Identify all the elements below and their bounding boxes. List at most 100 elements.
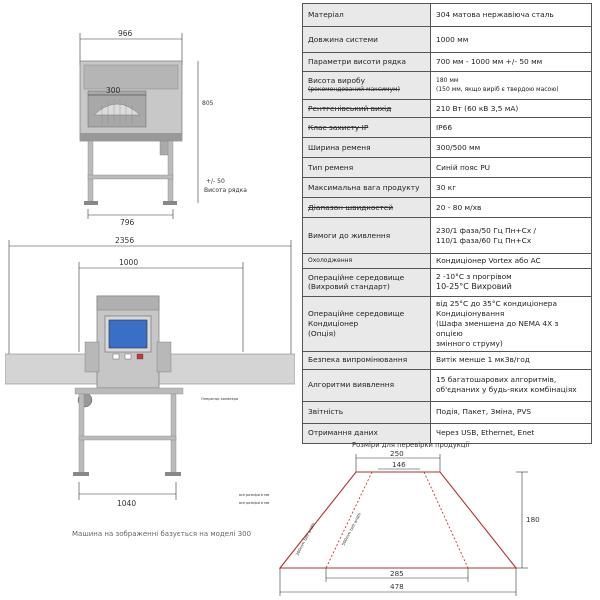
spec-value-cell: 230/1 фаза/50 Гц Пн+Сх / 110/1 фаза/60 Г… — [430, 217, 592, 254]
spec-label: Алгоритми виявлення — [302, 368, 431, 402]
belt-outline-300-left — [325, 471, 373, 569]
foot — [163, 201, 177, 205]
spec-value: 304 матова нержавіюча сталь — [430, 3, 592, 27]
spec-value: Синій пояс PU — [430, 157, 592, 178]
spec-value: Витік менше 1 мкЗв/год — [430, 350, 592, 370]
spec-label: Операційне середовище — [308, 272, 405, 282]
diag-label-300: 300mm belt width — [294, 521, 316, 556]
height-caption: Висота рядка — [204, 187, 247, 194]
spec-row: Довжина системи 1000 мм — [302, 26, 592, 53]
spec-label: Висота виробу — [308, 76, 365, 86]
dim-tolerance-label: +/- 50 — [206, 178, 225, 185]
spec-label: Матеріал — [302, 3, 431, 27]
spec-label: Звітність — [302, 400, 431, 424]
spec-row: Операційне середовище Кондиціонер (Опція… — [302, 295, 592, 352]
spec-label: Безпека випромінювання — [302, 350, 431, 370]
curtain-strips — [101, 99, 133, 125]
spec-row: Тип ременя Синій пояс PU — [302, 157, 592, 178]
control-button — [112, 353, 120, 360]
spec-value: 20 - 80 м/хв — [430, 197, 592, 218]
spec-row: Вимоги до живлення 230/1 фаза/50 Гц Пн+С… — [302, 217, 592, 254]
cross-bar — [87, 174, 174, 180]
spec-label-cell: Операційне середовище Кондиціонер (Опція… — [302, 295, 431, 352]
dim-tunnel-label: 1000 — [119, 258, 138, 267]
product-dimensions-drawing: Розміри для перевірки продукції 250 146 … — [278, 441, 540, 596]
machine-caption: Машина на зображенні базується на моделі… — [72, 530, 252, 538]
dim-width-label: 966 — [118, 29, 133, 38]
spec-value-cell: від 25°C до 35°C кондиціонера Кондиціону… — [430, 295, 592, 352]
dim-opening-label: 300 — [106, 86, 121, 95]
dim-base-label: 1040 — [117, 499, 136, 508]
leg — [87, 140, 94, 204]
spec-row: Алгоритми виявлення 15 багатошарових алг… — [302, 368, 592, 402]
spec-value: 2 -10°C з прогрівом — [436, 272, 512, 282]
spec-value-sub: об'єднаних у будь-яких комбінаціях — [436, 385, 577, 395]
spec-row: Максимальна вага продукту 30 кг — [302, 177, 592, 198]
spec-value-sub: змінного струму) — [436, 338, 503, 348]
spec-row: Висота виробу (рекомендований максимум) … — [302, 71, 592, 100]
conveyor-note: Оператор конвеєра — [201, 397, 238, 401]
touch-screen — [108, 319, 148, 349]
spec-row: Параметри висоти рядка 700 мм - 1000 мм … — [302, 52, 592, 72]
belt-frame — [80, 133, 182, 141]
spec-label-sub: (рекомендований максимум) — [308, 86, 400, 94]
spec-value-sub: (150 мм, якщо виріб є твердою масою) — [436, 85, 559, 93]
dim-top-outer: 250 — [390, 449, 404, 458]
spec-value-sub: (Шафа зменшена до NEMA 4X з опцією — [436, 318, 559, 338]
spec-label: Діапазон швидкостей — [302, 197, 431, 218]
units-note: все розміри в мм — [239, 501, 270, 505]
spec-value: 210 Вт (60 кВ 3,5 мА) — [430, 99, 592, 118]
stop-button — [136, 353, 144, 360]
spec-table: Матеріал 304 матова нержавіюча сталь Дов… — [302, 3, 592, 444]
control-button — [124, 353, 132, 360]
front-view-drawing: 966 300 805 +/- 50 Висота рядка 796 — [79, 29, 247, 225]
spec-value: 230/1 фаза/50 Гц Пн+Сх / — [436, 225, 537, 235]
spec-label: Отримання даних — [302, 422, 431, 444]
spec-value-sub: 10-25°C Вихровий — [436, 282, 512, 292]
spec-value: Через USB, Ethernet, Enet — [430, 422, 592, 444]
spec-label-sub: (Опція) — [308, 328, 336, 338]
spec-value-sub: Кондиціонування — [436, 308, 505, 318]
spec-label: Максимальна вага продукту — [302, 177, 431, 198]
spec-label-sub: (Вихровий стандарт) — [308, 282, 390, 292]
spec-label-cell: Операційне середовище (Вихровий стандарт… — [302, 267, 431, 297]
spec-label-sub: Кондиціонер — [308, 318, 359, 328]
cabinet-top-panel — [83, 64, 179, 90]
spec-row: Рентгенівський вихід 210 Вт (60 кВ 3,5 м… — [302, 99, 592, 118]
spec-value: 300/500 мм — [430, 137, 592, 158]
diag-label-500: 500mm belt width — [340, 511, 362, 546]
spec-label: Клас захисту IP — [302, 117, 431, 138]
dim-height-label: 805 — [202, 100, 214, 107]
foot — [84, 201, 98, 205]
dim-bottom-outer: 478 — [390, 582, 404, 591]
spec-value: 1000 мм — [430, 26, 592, 53]
outfeed-guard — [156, 341, 172, 373]
spec-row: Матеріал 304 матова нержавіюча сталь — [302, 3, 592, 27]
foot — [73, 472, 89, 476]
spec-row: Отримання даних Через USB, Ethernet, Ene… — [302, 422, 592, 444]
spec-label-cell: Висота виробу (рекомендований максимум) — [302, 71, 431, 100]
spec-value-cell: 180 мм (150 мм, якщо виріб є твердою мас… — [430, 71, 592, 100]
spec-row: Ширина ременя 300/500 мм — [302, 137, 592, 158]
spec-value-cell: 15 багатошарових алгоритмів, об'єднаних … — [430, 368, 592, 402]
leg — [167, 140, 174, 204]
spec-row: Діапазон швидкостей 20 - 80 м/хв — [302, 197, 592, 218]
spec-value: 30 кг — [430, 177, 592, 198]
dim-total-label: 2356 — [115, 236, 134, 245]
spec-value: 15 багатошарових алгоритмів, — [436, 375, 557, 385]
spec-label: Ширина ременя — [302, 137, 431, 158]
frame-rail — [74, 387, 184, 395]
spec-row: Звітність Подія, Пакет, Зміна, PVS — [302, 400, 592, 424]
spec-value-sub: 110/1 фаза/60 Гц Пн+Сх — [436, 235, 532, 245]
spec-value: 180 мм — [436, 77, 459, 85]
spec-value: Подія, Пакет, Зміна, PVS — [430, 400, 592, 424]
spec-value-cell: 2 -10°C з прогрівом 10-25°C Вихровий — [430, 267, 592, 297]
spec-label: Довжина системи — [302, 26, 431, 53]
leg — [170, 393, 177, 475]
spec-label: Операційне середовище — [308, 308, 405, 318]
infeed-guard — [84, 341, 100, 373]
spec-label: Тип ременя — [302, 157, 431, 178]
belt-outline-500 — [278, 471, 518, 569]
product-dims-title: Розміри для перевірки продукції — [352, 441, 469, 449]
dim-height: 180 — [526, 515, 540, 524]
